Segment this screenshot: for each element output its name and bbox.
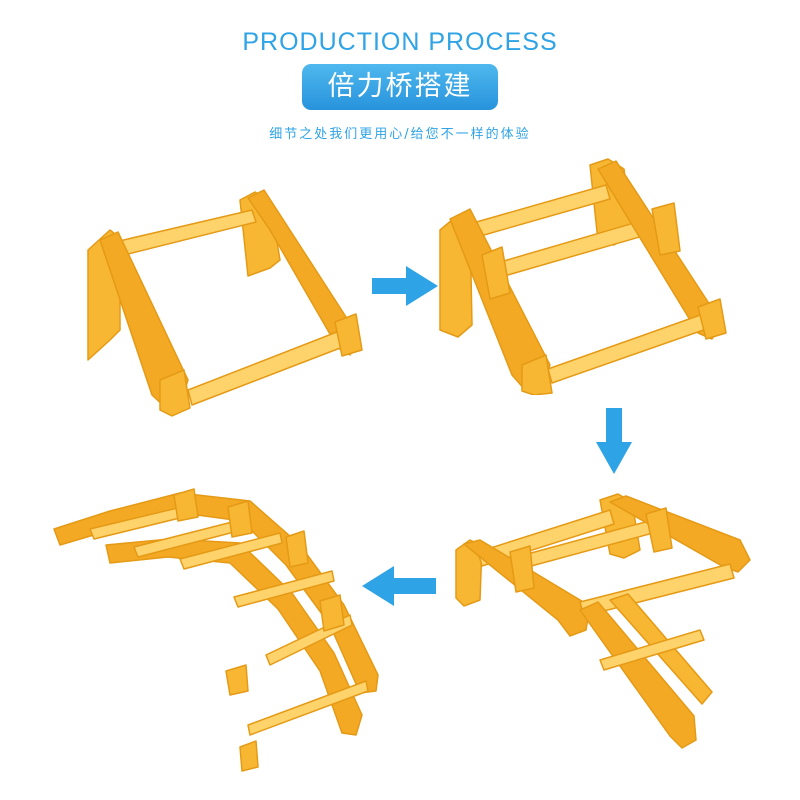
- bridge-frame-icon: [87, 189, 363, 417]
- page-title: PRODUCTION PROCESS: [242, 28, 558, 56]
- bridge-ladder-icon: [439, 158, 727, 395]
- title-badge: 倍力桥搭建: [302, 64, 498, 110]
- bridge-arch-icon: [53, 488, 379, 772]
- arrow-left-icon: [362, 566, 436, 606]
- tagline: 细节之处我们更用心/给您不一样的体验: [269, 127, 531, 142]
- arrow-down-icon: [596, 408, 632, 474]
- bridge-folding-icon: [455, 493, 751, 749]
- arrow-right-icon: [372, 266, 438, 306]
